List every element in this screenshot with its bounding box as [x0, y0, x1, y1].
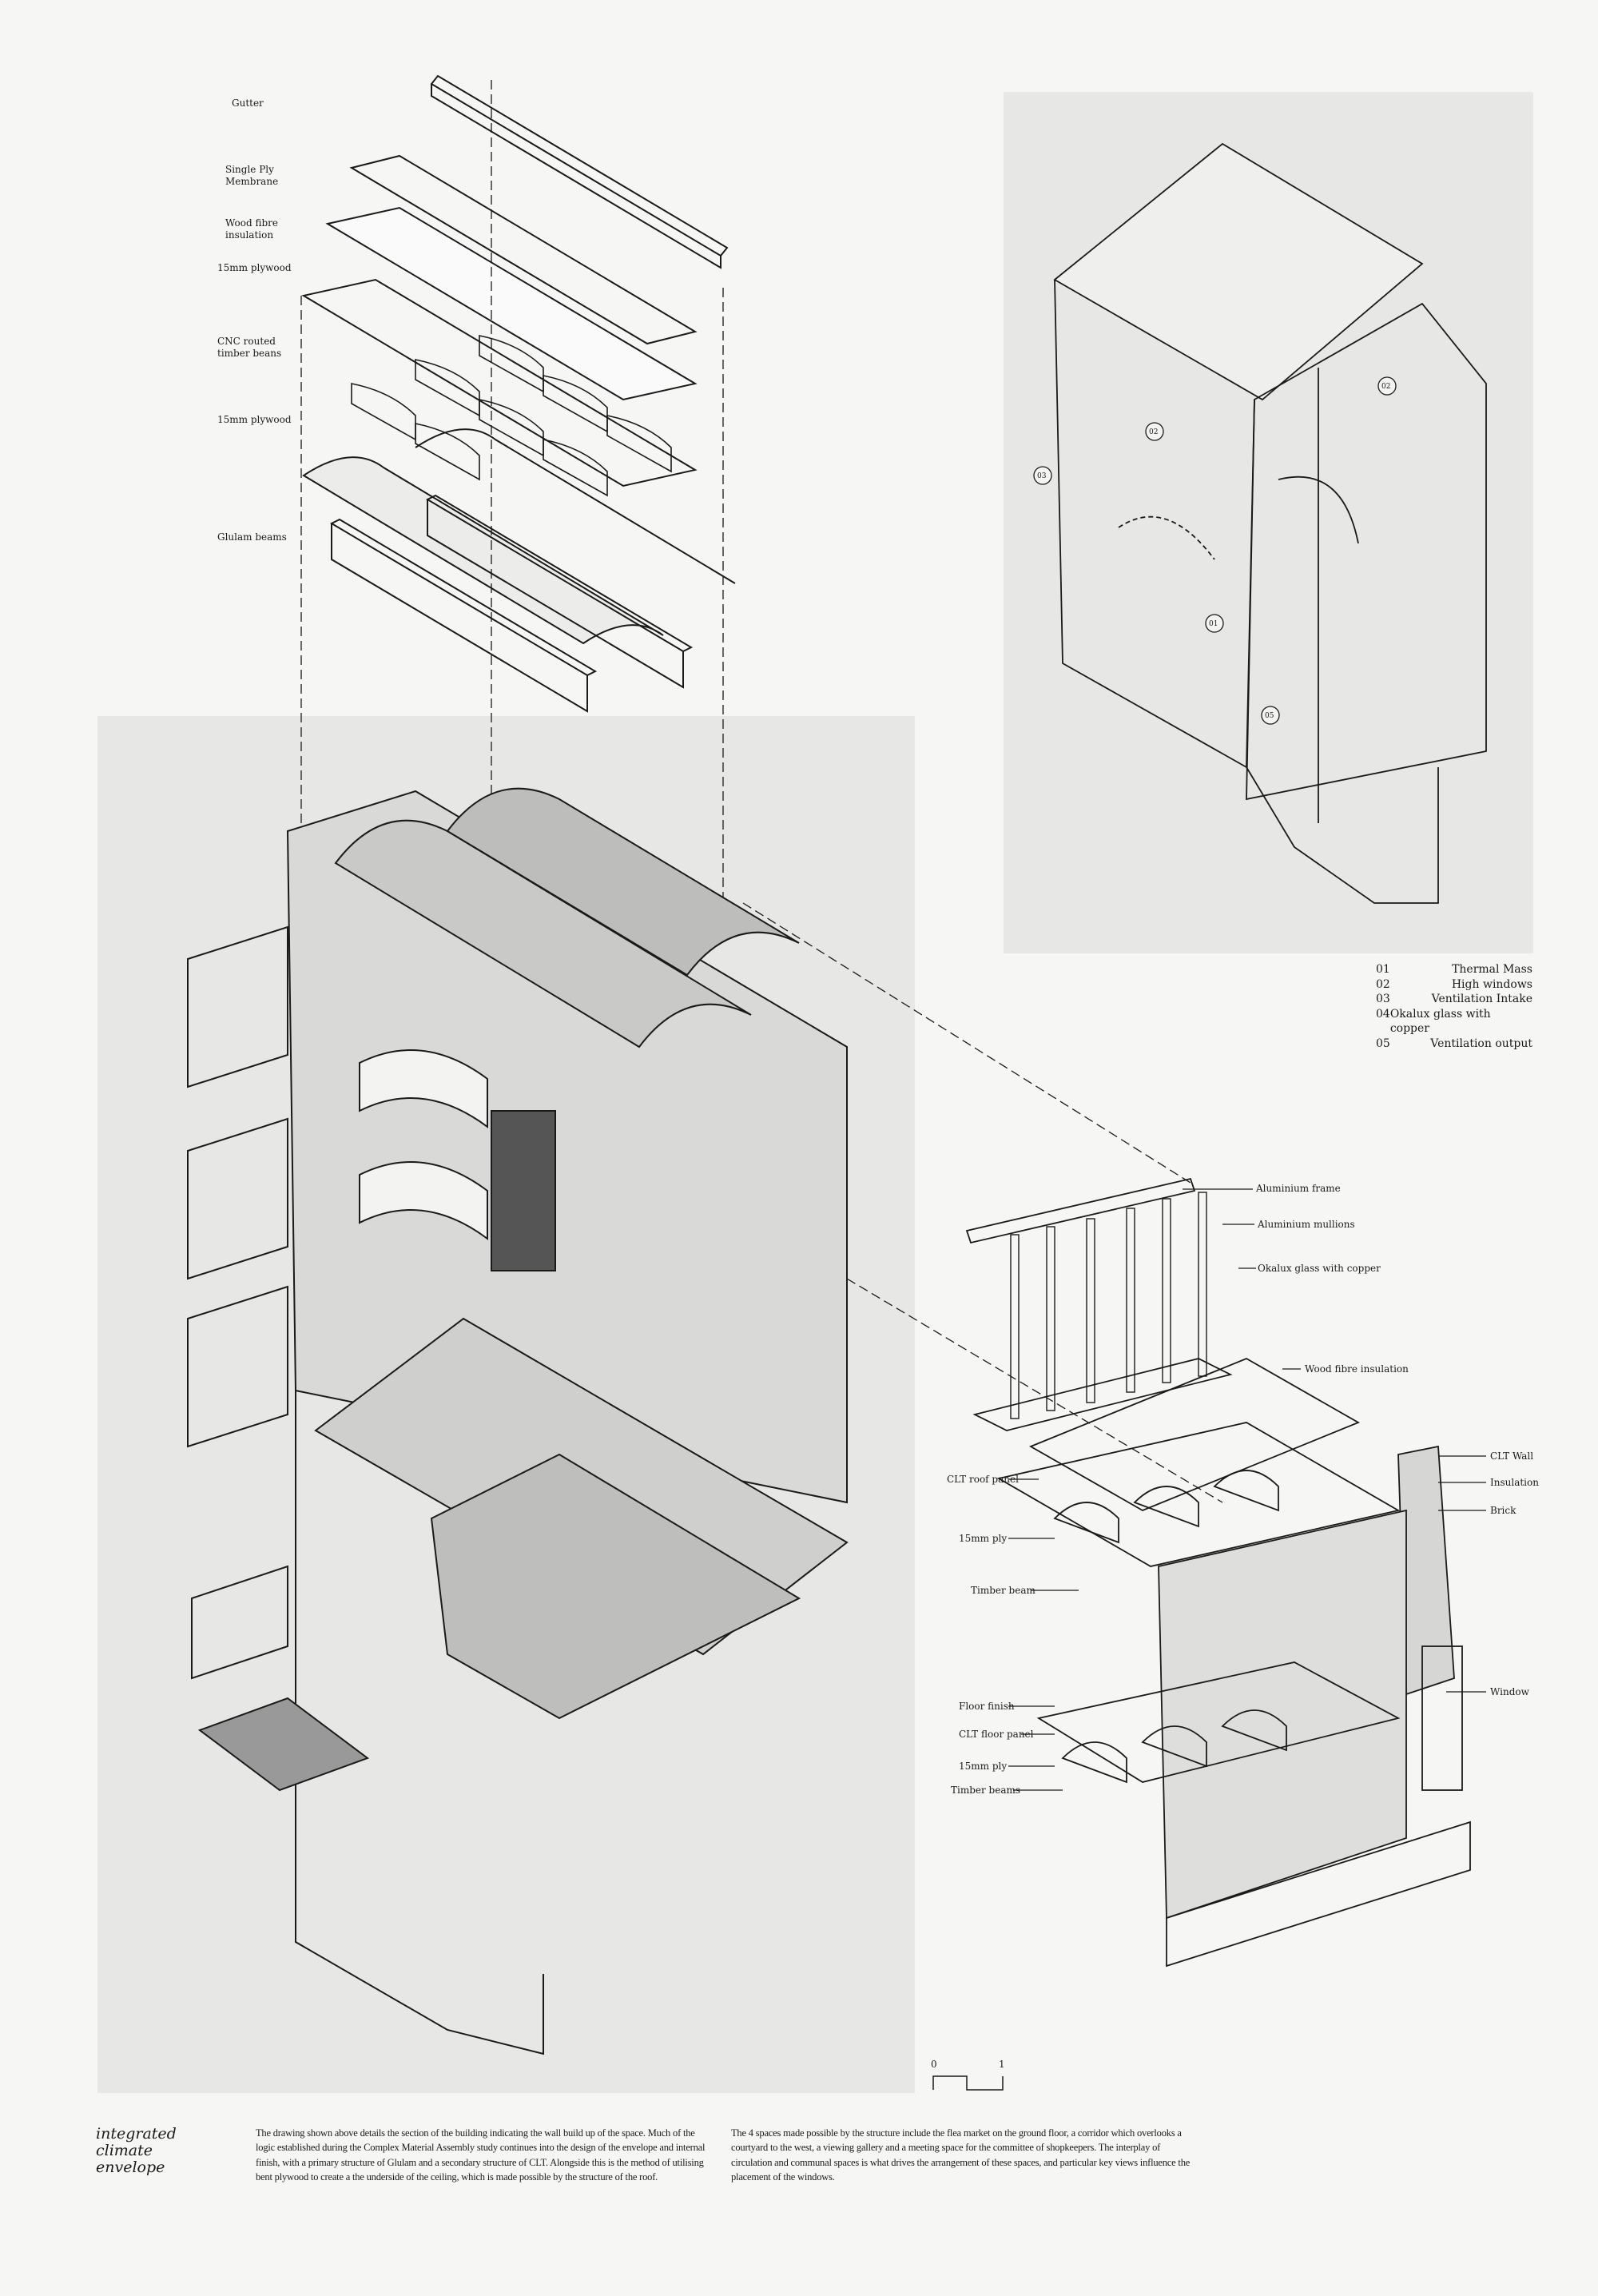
- label-brick: Brick: [1490, 1505, 1517, 1516]
- label-15mm-ply-lower: 15mm ply: [959, 1761, 1008, 1772]
- facade-exploded: [965, 1177, 1471, 1968]
- callout-circles: [1033, 376, 1397, 725]
- label-wood-fibre-insulation: Wood fibre insulation: [1305, 1363, 1409, 1375]
- label-clt-roof-panel: CLT roof panel: [947, 1474, 1019, 1485]
- label-insulation: Insulation: [1490, 1477, 1539, 1488]
- page-title: integrated climate envelope: [96, 2125, 177, 2176]
- label-okalux-glass: Okalux glass with copper: [1258, 1263, 1381, 1274]
- scale-bar-end: 1: [999, 2059, 1005, 2070]
- leader-lines: [1008, 1188, 1486, 1791]
- label-aluminium-frame: Aluminium frame: [1256, 1183, 1341, 1194]
- label-wood-fibre-insulation: Wood fibre insulation: [225, 217, 278, 241]
- label-15mm-plywood-bottom: 15mm plywood: [217, 414, 292, 425]
- exploded-roof-layers: [301, 74, 736, 713]
- description-paragraph-2: The 4 spaces made possible by the struct…: [731, 2127, 1191, 2183]
- label-floor-finish: Floor finish: [959, 1701, 1015, 1712]
- callout-02: 02: [1381, 383, 1391, 391]
- callout-02-inner: 02: [1149, 428, 1159, 436]
- scale-bar-start: 0: [931, 2059, 937, 2070]
- label-aluminium-mullions: Aluminium mullions: [1258, 1219, 1355, 1230]
- callout-03-left: 03: [1037, 472, 1047, 480]
- description-paragraph-1: The drawing shown above details the sect…: [256, 2127, 706, 2183]
- label-15mm-plywood-top: 15mm plywood: [217, 262, 292, 273]
- callout-01: 01: [1209, 620, 1218, 628]
- scale-bar: [932, 2075, 1004, 2091]
- label-clt-wall: CLT Wall: [1490, 1450, 1534, 1462]
- label-gutter: Gutter: [232, 97, 264, 109]
- label-cnc-timber-beams: CNC routed timber beans: [217, 336, 282, 359]
- label-timber-beam: Timber beam: [971, 1585, 1036, 1596]
- label-window: Window: [1490, 1686, 1529, 1697]
- ventilation-axonometric: [1053, 142, 1487, 904]
- callout-05: 05: [1265, 712, 1274, 720]
- label-single-ply-membrane: Single Ply Membrane: [225, 164, 279, 187]
- label-glulam-beams: Glulam beams: [217, 531, 287, 543]
- label-15mm-ply-upper: 15mm ply: [959, 1533, 1008, 1544]
- label-clt-floor-panel: CLT floor panel: [959, 1729, 1034, 1740]
- projection-lines: [300, 80, 1223, 1503]
- label-timber-beams: Timber beams: [951, 1785, 1021, 1796]
- main-building-section: [187, 787, 849, 2055]
